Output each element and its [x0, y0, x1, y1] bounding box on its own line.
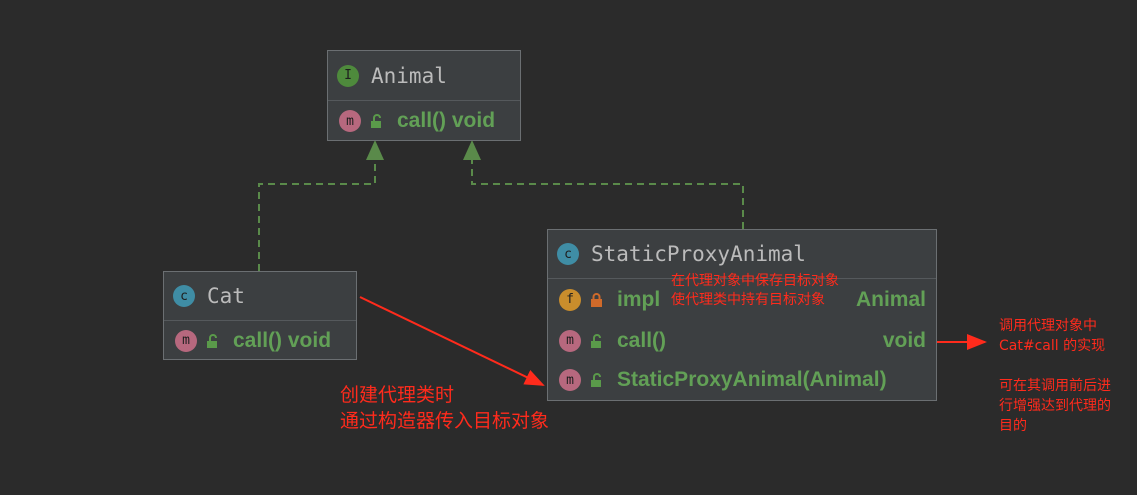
proxy-ctor-row[interactable]: m StaticProxyAnimal(Animal) [548, 361, 936, 399]
proxy-field-row[interactable]: f impl Animal [548, 279, 936, 320]
method-badge-icon: m [339, 110, 361, 132]
animal-interface-box[interactable]: I Animal m call() void [327, 50, 521, 141]
proxy-call-row[interactable]: m call() void [548, 320, 936, 361]
interface-badge-icon: I [337, 64, 359, 87]
method-badge-icon: m [559, 329, 581, 352]
call-annotation-spacer [999, 356, 1111, 376]
proxy-header: c StaticProxyAnimal [548, 230, 936, 279]
call-annotation-line: Cat#call 的实现 [999, 338, 1106, 354]
ctor-annotation-line: 通过构造器传入目标对象 [340, 410, 550, 432]
animal-title: Animal [371, 63, 447, 88]
call-annotation: 调用代理对象中 Cat#call 的实现可在其调用前后进行增强达到代理的目的 [999, 316, 1111, 436]
call-annotation-line: 目的 [999, 418, 1027, 434]
call-annotation-line: 调用代理对象中 [999, 318, 1097, 334]
proxy-implements-arrowhead [463, 140, 481, 160]
call-annotation-line: 可在其调用前后进 [999, 378, 1111, 394]
animal-header: I Animal [328, 51, 520, 101]
proxy-title: StaticProxyAnimal [591, 242, 806, 266]
proxy-ctor-signature: StaticProxyAnimal(Animal) [617, 368, 887, 391]
method-badge-icon: m [175, 329, 197, 352]
cat-implements-arrowhead [366, 140, 384, 160]
method-badge-icon: m [559, 369, 581, 391]
public-unlock-icon [205, 333, 221, 349]
animal-method-row[interactable]: m call() void [328, 101, 520, 141]
call-annotation-line: 行增强达到代理的 [999, 398, 1111, 414]
public-unlock-icon [369, 113, 385, 129]
cat-class-box[interactable]: c Cat m call() void [163, 271, 357, 360]
proxy-field-name: impl [617, 287, 661, 311]
proxy-call-type: void [882, 328, 926, 352]
class-badge-icon: c [557, 243, 579, 265]
animal-method-signature: call() void [397, 109, 496, 132]
field-annotation: 在代理对象中保存目标对象使代理类中持有目标对象 [671, 272, 839, 310]
class-badge-icon: c [173, 285, 195, 307]
cat-method-row[interactable]: m call() void [164, 321, 356, 360]
private-lock-icon [589, 292, 605, 308]
proxy-class-box[interactable]: c StaticProxyAnimal f impl Animal m call… [547, 229, 937, 401]
proxy-field-type: Animal [855, 287, 926, 311]
public-unlock-icon [589, 333, 605, 349]
field-annotation-line: 在代理对象中保存目标对象 [671, 273, 839, 289]
cat-to-ctor-arrow [359, 296, 545, 386]
ctor-annotation: 创建代理类时通过构造器传入目标对象 [340, 382, 549, 434]
public-unlock-icon [589, 372, 605, 388]
field-annotation-line: 使代理类中持有目标对象 [671, 292, 825, 308]
proxy-implements-animal-line [471, 160, 744, 229]
cat-implements-animal-line [258, 160, 376, 271]
cat-header: c Cat [164, 272, 356, 321]
proxy-call-name: call() [617, 328, 667, 352]
field-badge-icon: f [559, 288, 581, 311]
ctor-annotation-line: 创建代理类时 [340, 384, 455, 406]
cat-title: Cat [207, 284, 245, 308]
cat-method-signature: call() void [233, 328, 332, 352]
